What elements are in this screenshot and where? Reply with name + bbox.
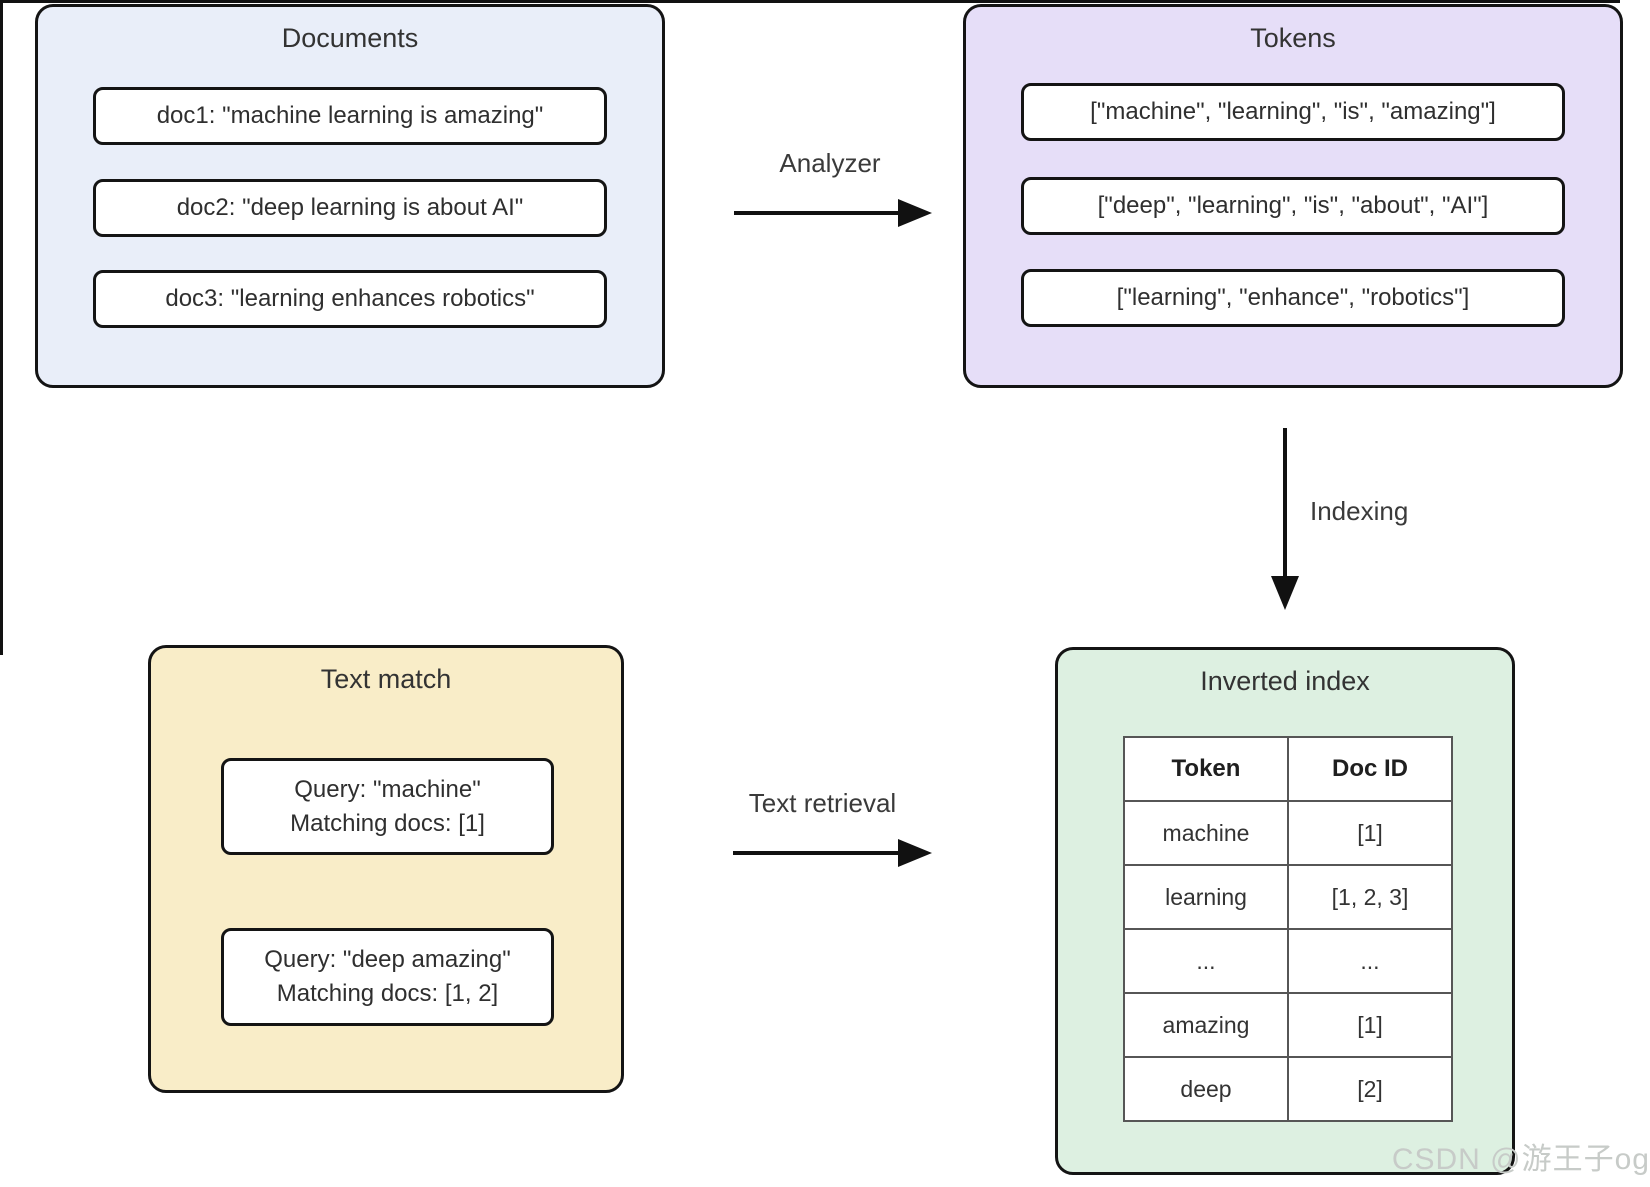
query-line: Query: "machine" [294, 775, 481, 803]
table-row: deep [2] [1123, 1056, 1453, 1122]
text-retrieval-arrow-label: Text retrieval [748, 788, 897, 818]
doc-item-3: doc3: "learning enhances robotics" [93, 270, 607, 328]
table-cell-doc-id: [1] [1287, 992, 1453, 1058]
table-cell-token: ... [1123, 928, 1289, 994]
table-row: machine [1] [1123, 800, 1453, 866]
token-item-2: ["deep", "learning", "is", "about", "AI"… [1021, 177, 1565, 235]
table-row: amazing [1] [1123, 992, 1453, 1058]
token-item-1: ["machine", "learning", "is", "amazing"] [1021, 83, 1565, 141]
tokens-panel: Tokens ["machine", "learning", "is", "am… [963, 4, 1623, 388]
inverted-index-table: Token Doc ID machine [1] learning [1, 2,… [1123, 736, 1453, 1122]
watermark: CSDN @游王子og [1391, 1143, 1650, 1176]
indexing-arrow-down-icon [1271, 428, 1299, 610]
query-item-1: Query: "machine" Matching docs: [1] [221, 758, 554, 855]
analyzer-arrow-label: Analyzer [779, 148, 881, 178]
table-cell-token: machine [1123, 800, 1289, 866]
doc-item-1: doc1: "machine learning is amazing" [93, 87, 607, 145]
table-header-row: Token Doc ID [1123, 736, 1453, 802]
analyzer-arrow-right-icon [734, 199, 932, 227]
table-row: ... ... [1123, 928, 1453, 994]
matching-docs-line: Matching docs: [1] [290, 809, 485, 837]
table-header-doc-id: Doc ID [1287, 736, 1453, 802]
inverted-index-panel: Inverted index Token Doc ID machine [1] … [1055, 647, 1515, 1175]
table-header-token: Token [1123, 736, 1289, 802]
documents-panel: Documents doc1: "machine learning is ama… [35, 4, 665, 388]
table-cell-doc-id: ... [1287, 928, 1453, 994]
query-line: Query: "deep amazing" [264, 946, 511, 973]
documents-panel-title: Documents [281, 23, 419, 53]
token-item-3: ["learning", "enhance", "robotics"] [1021, 269, 1565, 327]
inverted-index-panel-title: Inverted index [1200, 666, 1370, 696]
table-row: learning [1, 2, 3] [1123, 864, 1453, 930]
indexing-arrow-label: Indexing [1310, 496, 1409, 526]
doc-item-2: doc2: "deep learning is about AI" [93, 179, 607, 237]
table-cell-doc-id: [1, 2, 3] [1287, 864, 1453, 930]
table-cell-token: learning [1123, 864, 1289, 930]
text-match-panel-title: Text match [320, 664, 452, 694]
text-retrieval-arrow-right-icon [733, 839, 932, 867]
table-cell-token: deep [1123, 1056, 1289, 1122]
table-cell-token: amazing [1123, 992, 1289, 1058]
top-edge-line [0, 0, 1620, 3]
matching-docs-line: Matching docs: [1, 2] [276, 980, 499, 1007]
table-cell-doc-id: [2] [1287, 1056, 1453, 1122]
tokens-panel-title: Tokens [1250, 23, 1336, 53]
query-item-2: Query: "deep amazing" Matching docs: [1,… [221, 928, 554, 1026]
text-match-panel: Text match Query: "machine" Matching doc… [148, 645, 624, 1093]
table-cell-doc-id: [1] [1287, 800, 1453, 866]
left-edge-line [0, 0, 3, 655]
